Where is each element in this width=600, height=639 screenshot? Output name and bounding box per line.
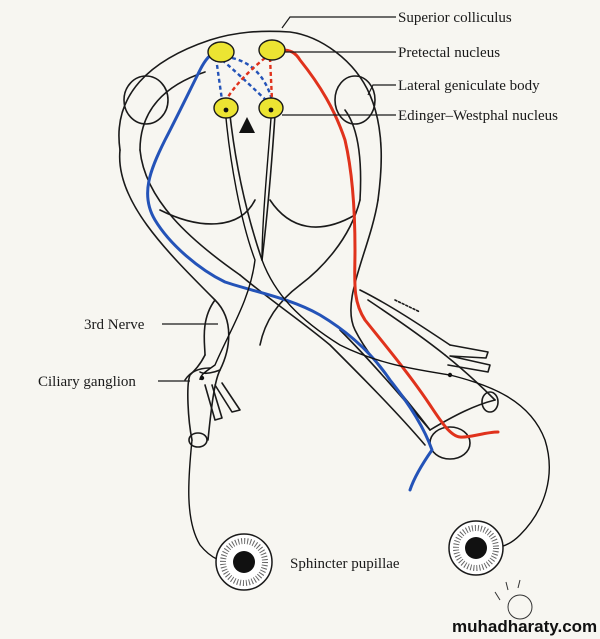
midbrain-outline: [118, 30, 431, 446]
label-superior-colliculus: Superior colliculus: [398, 10, 512, 26]
aqueduct-marker: [239, 117, 255, 133]
left-pretectal-nucleus: [207, 41, 235, 63]
label-sphincter-pupillae: Sphincter pupillae: [290, 556, 400, 572]
red-fiber-pathway: [280, 48, 500, 439]
watermark-text: muhadharaty.com: [452, 617, 597, 636]
label-third-nerve: 3rd Nerve: [84, 317, 145, 333]
nucleus-connections: [214, 56, 274, 103]
left-eye: [215, 533, 273, 591]
watermark-logo: [494, 579, 533, 620]
left-lateral-geniculate-body: [123, 75, 169, 125]
optic-nerve-right: [339, 329, 471, 460]
blue-fiber-pathway: [146, 48, 434, 492]
label-ciliary-ganglion: Ciliary ganglion: [38, 374, 136, 390]
right-lateral-geniculate-body: [334, 75, 376, 125]
right-pretectal-nucleus: [258, 39, 286, 61]
label-pretectal-nucleus: Pretectal nucleus: [398, 45, 500, 61]
efferent-nerves: [188, 117, 550, 564]
right-eye: [448, 520, 504, 576]
label-edinger-westphal-nucleus: Edinger–Westphal nucleus: [398, 108, 558, 124]
label-lateral-geniculate-body: Lateral geniculate body: [398, 78, 540, 94]
third-nerve-left: [184, 354, 241, 448]
leader-lines: [158, 16, 396, 382]
optic-tract-right: [359, 289, 499, 431]
